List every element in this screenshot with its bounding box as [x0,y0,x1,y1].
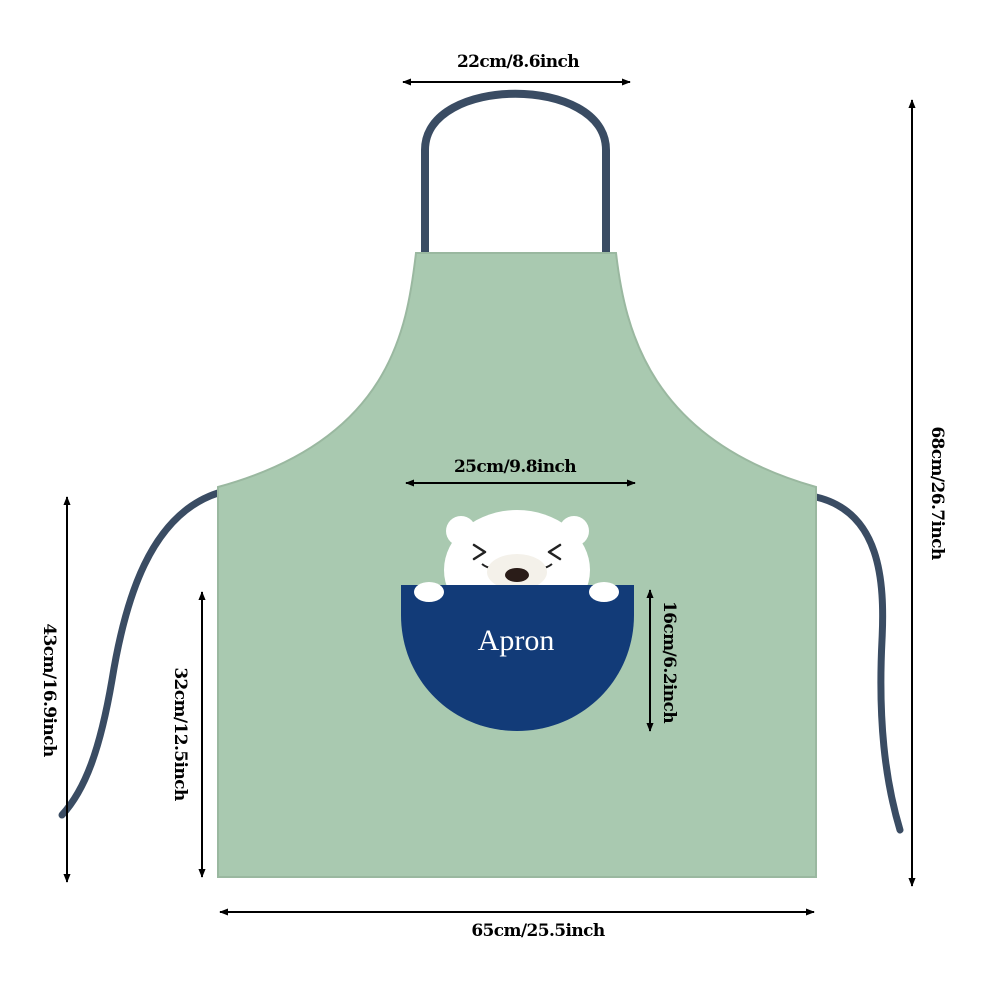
waist-tie-left [58,489,222,819]
lower-height-label: 32cm/12.5inch [170,667,190,801]
bear-right-paw [589,582,619,602]
neck-strap [421,89,610,256]
pocket-height-label: 16cm/6.2inch [659,601,679,723]
total-height-label: 68cm/26.7inch [927,426,947,560]
bear-left-eye [472,543,487,561]
waist-tie-right [812,493,904,834]
neck-strap-width-label: 22cm/8.6inch [457,52,579,72]
bottom-width-label: 65cm/25.5inch [471,921,605,941]
bear-right-eye [547,543,562,561]
waist-tie-length-label: 43cm/16.9inch [39,623,59,757]
bear-nose [505,568,529,582]
pocket [401,585,634,731]
pocket-label: Apron [478,624,555,657]
chest-width-label: 25cm/9.8inch [454,457,576,477]
bear-left-paw [414,582,444,602]
